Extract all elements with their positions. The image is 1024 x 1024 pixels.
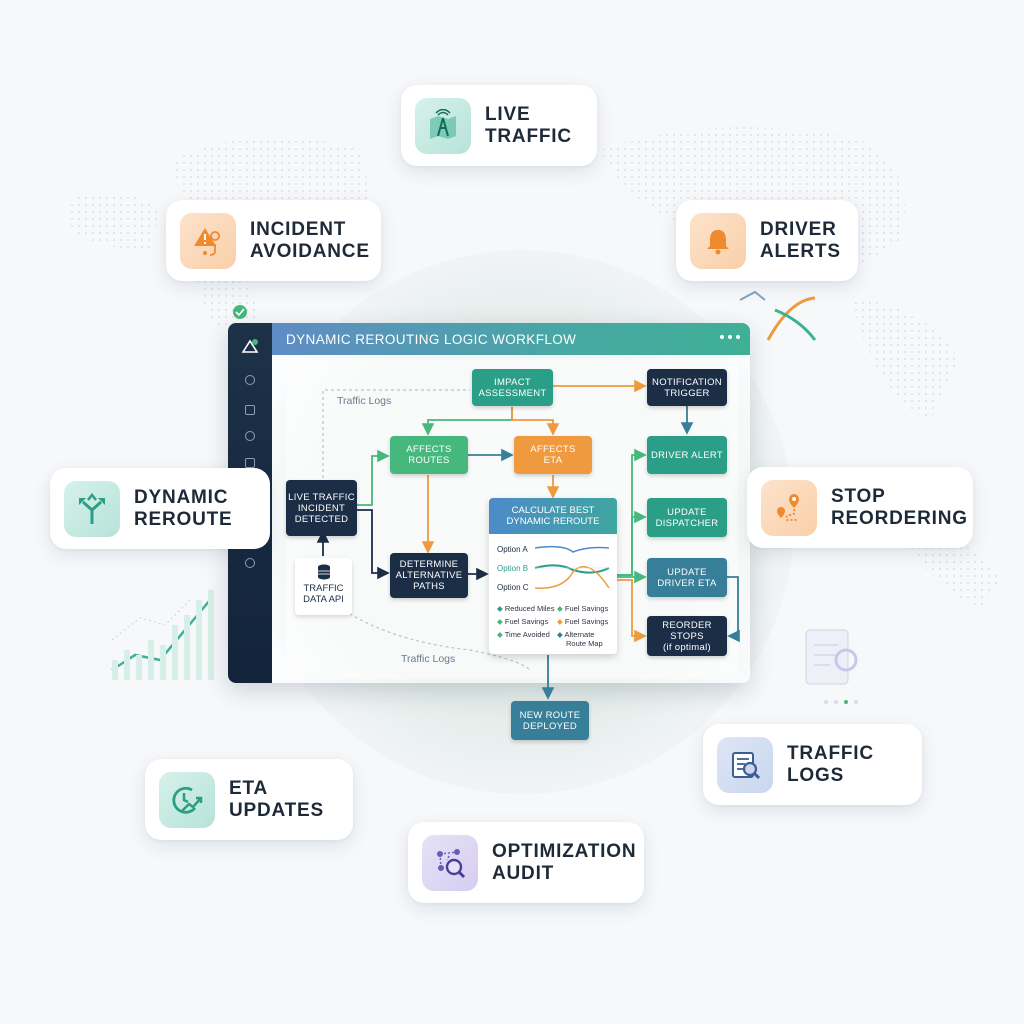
benefit-item: ◆ Fuel Savings — [557, 617, 609, 626]
optimization-audit-title: OPTIMIZATION — [492, 840, 637, 862]
driver-alerts-title: ALERTS — [760, 240, 841, 262]
option-b-label[interactable]: Option B — [497, 564, 529, 573]
settings-icon[interactable] — [245, 558, 255, 568]
sidebar-clock-icon[interactable] — [245, 431, 255, 441]
benefit-item: ◆ Time Avoided — [497, 630, 550, 639]
trend-chart-decoration — [111, 590, 214, 680]
document-search-icon — [717, 736, 773, 793]
option-c-label[interactable]: Option C — [497, 583, 529, 592]
clock-trend-icon — [159, 771, 215, 828]
traffic-logs-title: TRAFFIC — [787, 742, 874, 764]
stop-reordering-title: REORDERING — [831, 507, 968, 529]
incident-avoidance-title: INCIDENT — [250, 218, 347, 240]
route-pins-icon — [761, 479, 817, 536]
live-traffic-title: TRAFFIC — [485, 125, 572, 147]
dynamic-reroute-title: DYNAMIC — [134, 486, 229, 508]
route-arrows-decoration — [739, 290, 817, 341]
stop-reordering-title: STOP — [831, 485, 886, 507]
database-icon — [317, 564, 330, 580]
traffic-logs-label-top: Traffic Logs — [337, 395, 392, 407]
benefit-item: ◆ Fuel Savings — [557, 604, 609, 613]
driver-alerts-title: DRIVER — [760, 218, 837, 240]
api-label: TRAFFIC — [303, 583, 344, 594]
live-traffic-title: LIVE — [485, 103, 531, 125]
node-traffic-data-api[interactable]: TRAFFIC DATA API — [295, 558, 352, 615]
traffic-logs-title: LOGS — [787, 764, 845, 786]
map-tower-icon — [415, 97, 471, 154]
warning-route-icon — [180, 212, 236, 269]
sidebar-nav-icon[interactable] — [245, 375, 255, 385]
sidebar-nav-icon[interactable] — [245, 458, 255, 468]
optimization-audit-title: AUDIT — [492, 862, 555, 884]
logo-icon — [241, 339, 259, 353]
fork-arrows-icon — [64, 480, 120, 537]
sidebar-nav-icon[interactable] — [245, 405, 255, 415]
api-label: DATA API — [303, 594, 344, 605]
eta-updates-title: UPDATES — [229, 799, 324, 821]
option-a-label[interactable]: Option A — [497, 545, 528, 554]
traffic-logs-label-bottom: Traffic Logs — [401, 653, 456, 665]
workflow-header: DYNAMIC REROUTING LOGIC WORKFLOW — [272, 323, 750, 355]
benefit-item: ◆ Fuel Savings — [497, 617, 549, 626]
route-options-graph — [534, 545, 610, 589]
node-driver-alert[interactable]: DRIVER ALERT — [647, 436, 727, 474]
bell-icon — [690, 212, 746, 269]
network-search-icon — [422, 834, 478, 891]
more-options-icon[interactable] — [720, 335, 740, 339]
incident-avoidance-title: AVOIDANCE — [250, 240, 370, 262]
benefit-item: ◆ Reduced Miles — [497, 604, 555, 613]
node-reorder-stops[interactable]: REORDER STOPS(if optimal) — [647, 616, 727, 656]
workflow-title: DYNAMIC REROUTING LOGIC WORKFLOW — [286, 331, 577, 347]
document-decoration — [805, 629, 858, 704]
eta-updates-title: ETA — [229, 777, 268, 799]
check-icon — [233, 305, 247, 319]
dynamic-reroute-title: REROUTE — [134, 508, 233, 530]
